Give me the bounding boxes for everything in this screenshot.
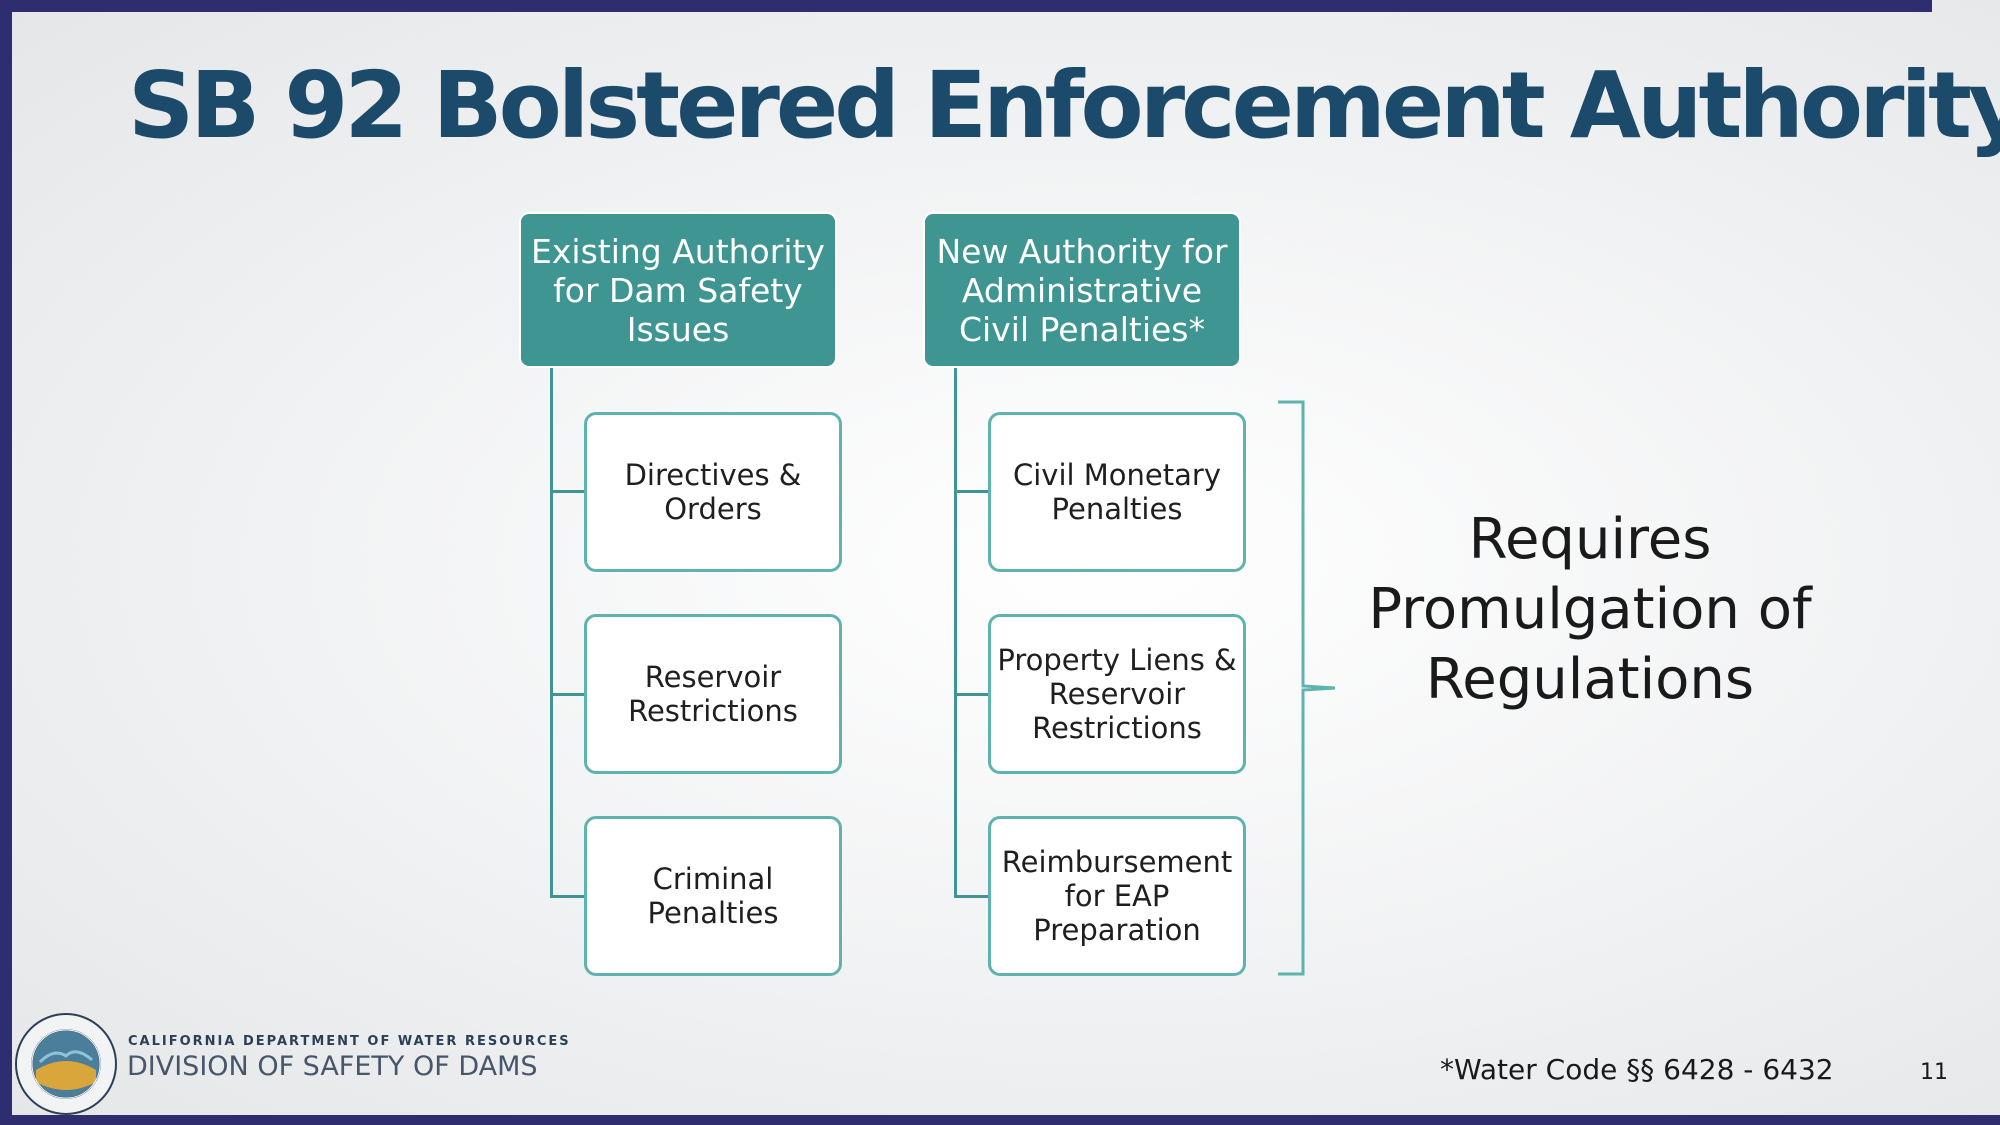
requires-regulations-note: Requires Promulgation of Regulations	[1368, 507, 1812, 712]
left-connector-line	[550, 368, 553, 898]
water-code-footnote: *Water Code §§ 6428 - 6432	[1440, 1053, 1834, 1086]
new-authority-header: New Authority for Administrative Civil P…	[923, 212, 1241, 368]
property-liens-box: Property Liens & Reservoir Restrictions	[988, 614, 1246, 774]
page-number: 11	[1920, 1060, 1948, 1085]
left-frame-bar	[0, 0, 12, 1125]
right-connector-branch	[954, 895, 988, 898]
left-connector-branch	[550, 895, 584, 898]
civil-monetary-penalties-box: Civil Monetary Penalties	[988, 412, 1246, 572]
right-brace-bracket	[1278, 400, 1336, 976]
left-connector-branch	[550, 693, 584, 696]
slide-title: SB 92 Bolstered Enforcement Authority	[128, 52, 2000, 159]
reservoir-restrictions-box: Reservoir Restrictions	[584, 614, 842, 774]
right-connector-branch	[954, 490, 988, 493]
directives-orders-box: Directives & Orders	[584, 412, 842, 572]
department-name: CALIFORNIA DEPARTMENT OF WATER RESOURCES	[128, 1034, 571, 1049]
right-connector-line	[954, 368, 957, 898]
reimbursement-eap-box: Reimbursement for EAP Preparation	[988, 816, 1246, 976]
right-connector-branch	[954, 693, 988, 696]
bottom-frame-bar	[0, 1115, 2000, 1125]
left-connector-branch	[550, 490, 584, 493]
top-frame-bar	[0, 0, 1932, 12]
criminal-penalties-box: Criminal Penalties	[584, 816, 842, 976]
existing-authority-header: Existing Authority for Dam Safety Issues	[519, 212, 837, 368]
division-name: DIVISION OF SAFETY OF DAMS	[127, 1051, 538, 1082]
dwr-seal-logo	[15, 1013, 117, 1115]
